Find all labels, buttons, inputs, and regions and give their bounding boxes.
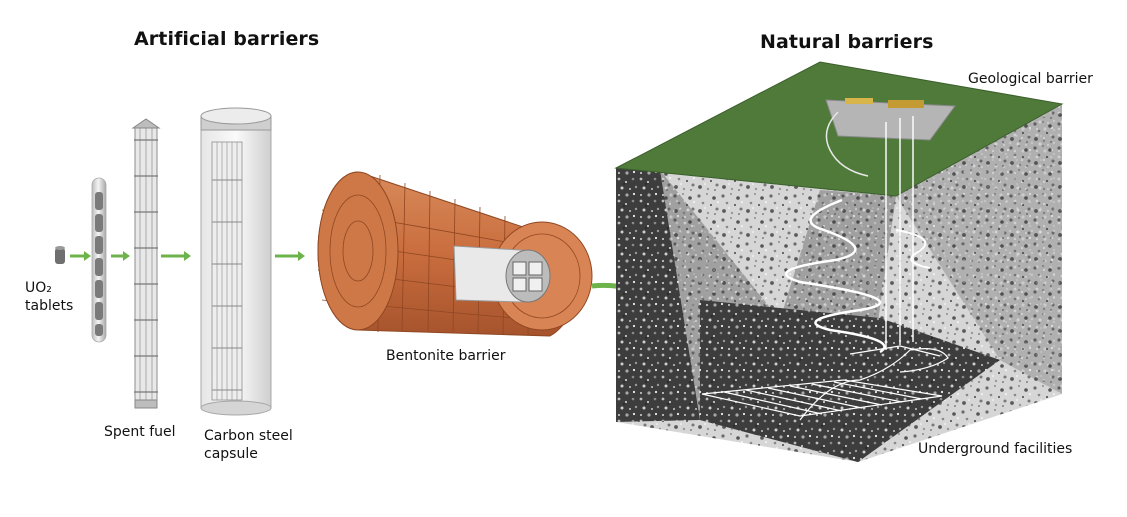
flow-arrow-icon [161, 251, 191, 261]
geological-block-icon [614, 61, 1064, 462]
flow-arrow-icon [275, 251, 305, 261]
flow-arrow-icon [111, 251, 130, 261]
carbon-steel-capsule-icon [200, 107, 272, 416]
capsule-label-line2: capsule [204, 446, 258, 462]
spent-fuel-assembly-icon [131, 118, 161, 409]
capsule-label: Carbon steel capsule [204, 427, 293, 463]
capsule-label-line1: Carbon steel [204, 428, 293, 444]
natural-barriers-heading: Natural barriers [760, 31, 934, 53]
artificial-barriers-heading: Artificial barriers [134, 28, 320, 50]
bentonite-barrier-label: Bentonite barrier [386, 348, 506, 364]
underground-facilities-label: Underground facilities [918, 441, 1073, 457]
uo2-label-line1: UO₂ [25, 280, 52, 296]
spent-fuel-label: Spent fuel [104, 424, 176, 440]
fuel-rod-icon [91, 177, 107, 343]
flow-arrow-icon [70, 251, 91, 261]
uo2-tablets-label: UO₂ tablets [25, 279, 73, 315]
uo2-tablet-icon [55, 246, 65, 264]
uo2-label-line2: tablets [25, 298, 74, 314]
bentonite-barrier-icon [317, 171, 593, 337]
geological-barrier-label: Geological barrier [968, 71, 1093, 87]
